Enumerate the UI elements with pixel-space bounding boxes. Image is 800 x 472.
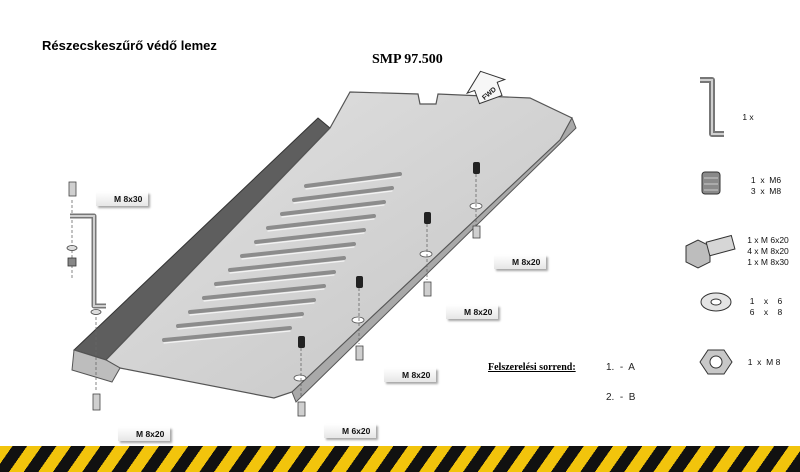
hazard-stripe-border xyxy=(0,446,800,472)
nut-insert-icon xyxy=(701,171,721,195)
callout-m8x30: M 8x30 xyxy=(96,192,149,206)
vent-slot xyxy=(188,298,316,314)
vent-slot xyxy=(292,186,394,202)
vent-slot xyxy=(304,172,402,188)
install-step-1: 1. - A xyxy=(606,362,635,373)
vent-slot xyxy=(228,256,346,272)
left-bracket-assembly xyxy=(66,181,106,315)
callout-m8x20: M 8x20 xyxy=(384,368,437,382)
vent-slot xyxy=(176,312,304,328)
install-step-2: 2. - B xyxy=(606,392,636,403)
bolt-icon xyxy=(685,234,736,269)
washer xyxy=(90,309,102,315)
bolt xyxy=(92,393,101,411)
lower-bolts xyxy=(92,225,481,417)
parts-qty-washers: 1 x 6 6 x 8 xyxy=(749,296,783,317)
plate-studs xyxy=(298,162,480,348)
nut xyxy=(67,257,77,267)
install-order-label: Felszerelési sorrend: xyxy=(488,362,576,373)
parts-qty-nut-insert: 1 x M6 3 x M8 xyxy=(750,175,782,196)
mounting-hole xyxy=(351,316,365,324)
stud xyxy=(424,212,431,224)
plate-front-lip xyxy=(71,349,121,383)
bolt xyxy=(472,225,481,239)
vent-slot xyxy=(254,228,366,244)
vent-slot xyxy=(214,270,336,286)
parts-qty-bracket: 1 x xyxy=(742,112,754,122)
stud xyxy=(356,276,363,288)
vent-slot xyxy=(202,284,326,300)
washer xyxy=(66,245,78,251)
part-code: SMP 97.500 xyxy=(372,52,443,67)
alignment-lines xyxy=(71,174,477,398)
vent-slots-highlight xyxy=(163,176,401,344)
vent-slot xyxy=(162,326,292,342)
vent-slot xyxy=(266,214,376,230)
callout-m8x20: M 8x20 xyxy=(446,305,499,319)
bolt xyxy=(68,181,77,197)
bolt xyxy=(297,401,306,417)
stud xyxy=(298,336,305,348)
plate-right-flange xyxy=(291,116,577,403)
washer-icon xyxy=(700,292,732,312)
callout-m8x20: M 8x20 xyxy=(494,255,547,269)
vent-slot xyxy=(240,242,356,258)
bolt xyxy=(423,281,432,297)
mounting-hole xyxy=(419,250,433,258)
bracket-icon xyxy=(700,77,724,137)
parts-qty-bolts: 1 x M 6x20 4 x M 8x20 1 x M 8x30 xyxy=(747,235,789,267)
mounting-holes xyxy=(293,202,483,382)
page-title: Részecskeszűrő védő lemez xyxy=(42,38,217,53)
vent-slot xyxy=(280,200,386,216)
parts-qty-hex-nut: 1 x M 8 xyxy=(747,357,781,367)
fwd-arrow xyxy=(465,70,507,105)
callout-m8x20: M 8x20 xyxy=(118,427,171,441)
callout-m6x20: M 6x20 xyxy=(324,424,377,438)
stud xyxy=(473,162,480,174)
bracket-outline xyxy=(70,215,106,307)
bolt xyxy=(355,345,364,361)
vent-slots xyxy=(162,172,402,342)
mounting-hole xyxy=(293,374,307,382)
hex-nut-icon xyxy=(699,349,733,375)
